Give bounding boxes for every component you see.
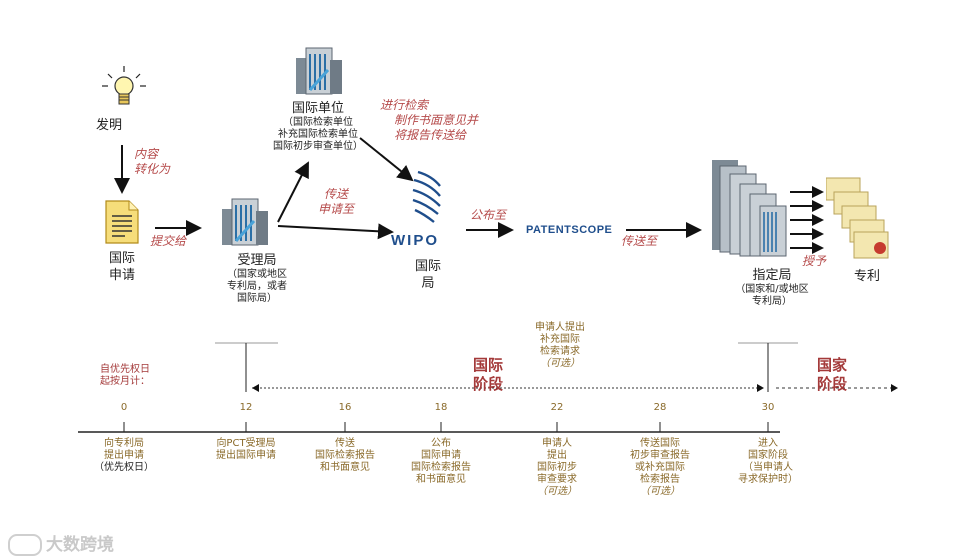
timeline-start-label: 自优先权日起按月计： xyxy=(100,364,150,387)
month-12: 12 xyxy=(239,402,253,413)
label-grant: 授予 xyxy=(802,254,827,268)
certificate-icon xyxy=(825,176,890,262)
wipo-logo-text: WIPO xyxy=(391,232,439,249)
intl-phase-label: 国际阶段 xyxy=(472,356,503,393)
document-icon xyxy=(105,200,139,244)
tick-desc-0: 向专利局提出申请 （优先权日） xyxy=(94,438,154,473)
label-search: 进行检索 制作书面意见并 将报告传送给 xyxy=(380,98,479,142)
tick-desc-22: 申请人提出 国际初步审查要求 （可选） xyxy=(537,438,577,497)
arrow-ro-to-wipo xyxy=(277,223,394,240)
tick-desc-16: 传送国际检索报告和书面意见 xyxy=(315,438,375,473)
receiving-office-label: 受理局 （国家或地区 专利局，或者 国际局） xyxy=(227,253,287,304)
building-icon xyxy=(710,158,790,258)
arrow-ro-to-isa xyxy=(277,161,309,223)
label-transmit-app: 传送申请至 xyxy=(317,187,354,216)
month-18: 18 xyxy=(434,402,448,413)
intl-authority-label: 国际单位 （国际检索单位 补充国际检索单位 国际初步审查单位） xyxy=(273,101,363,152)
arrow-isa-to-wipo xyxy=(359,137,414,182)
month-22: 22 xyxy=(550,402,564,413)
intl-bureau-label: 国际局 xyxy=(414,259,441,291)
label-submit: 提交给 xyxy=(150,234,187,248)
month-30: 30 xyxy=(761,402,775,413)
patent-label: 专利 xyxy=(854,269,881,284)
watermark: 大数跨境 xyxy=(8,530,114,556)
patentscope-label: PATENTSCOPE xyxy=(526,224,613,236)
optional-request-label: 申请人提出 补充国际 检索请求 （可选） xyxy=(535,322,585,369)
tick-desc-12: 向PCT受理局提出国际申请 xyxy=(216,438,276,461)
month-28: 28 xyxy=(653,402,667,413)
watermark-logo-icon xyxy=(8,534,42,556)
tick-desc-30: 进入国家阶段 （当申请人寻求保护时） xyxy=(738,438,798,485)
building-icon xyxy=(292,44,344,96)
lightbulb-icon xyxy=(100,64,148,112)
tick-desc-18: 公布国际申请 国际检索报告和书面意见 xyxy=(411,438,471,485)
wipo-globe-icon xyxy=(410,168,444,230)
month-0: 0 xyxy=(120,402,128,413)
tick-desc-28: 传送国际初步审查报告 或补充国际检索报告 （可选） xyxy=(630,438,690,497)
invention-label: 发明 xyxy=(96,118,123,133)
building-icon xyxy=(218,195,270,247)
label-publish: 公布至 xyxy=(470,208,507,222)
designated-office-label: 指定局 （国家和/或地区 专利局） xyxy=(735,268,809,307)
intl-application-label: 国际申请 xyxy=(108,251,135,283)
month-16: 16 xyxy=(338,402,352,413)
natl-phase-label: 国家阶段 xyxy=(816,356,847,393)
label-transmit-to: 传送至 xyxy=(621,234,658,248)
label-content: 内容转化为 xyxy=(134,147,171,176)
